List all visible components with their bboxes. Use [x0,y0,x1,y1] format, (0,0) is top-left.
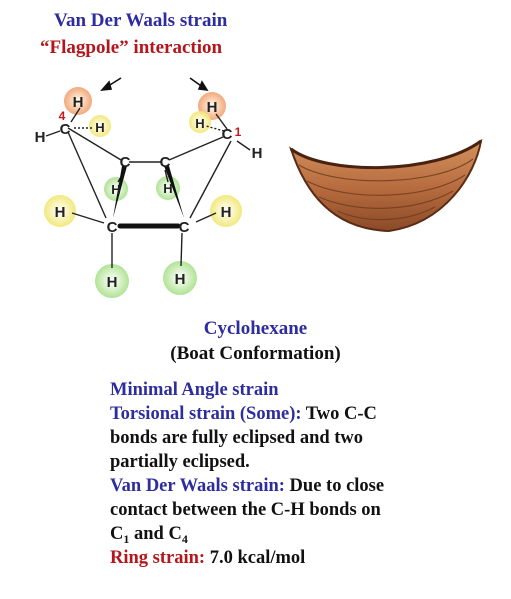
vdw-strain-heading: Van Der Waals strain [54,10,228,31]
equatorial-hydrogen-left: H [55,204,66,221]
flagpole-hydrogen-c4: H [73,94,84,111]
torsional-strain-label: Torsional strain (Some): [110,404,302,424]
inner-hydrogen-c1: H [195,116,204,131]
angle-strain-line: Minimal Angle strain [110,380,279,400]
torsional-strain-text-3: partially eclipsed. [110,452,250,472]
vdw-strain-label: Van Der Waals strain: [110,476,285,496]
cyclohexane-boat-structure: H H C C H H H H C C H H H H C C H H 4 1 [35,77,263,298]
c4-subscript: 4 [181,532,188,546]
inner-hydrogen-c4: H [95,120,104,135]
carbon-positions-line: C1 and C4 [110,522,510,546]
carbon-c6: C [179,219,190,236]
hydrogen-c3: H [111,182,120,197]
torsional-strain-text-2: bonds are fully eclipsed and two [110,428,364,448]
carbon-c3: C [120,154,131,171]
locant-1: 1 [235,125,242,139]
hydrogen-c2: H [163,181,172,196]
atom-labels: H H C C H H H H C C H H H H C C H H [35,94,263,291]
torsional-strain-text: Two C-C [301,404,377,424]
c-letter: C [110,524,124,544]
vdw-strain-text: Due to close [284,476,385,496]
outer-hydrogen-c1: H [252,145,263,162]
carbon-c1: C [222,126,233,143]
hydrogen-highlight-glows [44,87,242,298]
vdw-strain-text-2: contact between the C-H bonds on [110,500,381,520]
ring-strain-label: Ring strain: [110,548,206,568]
flagpole-heading: “Flagpole” interaction [40,37,223,58]
boat-illustration [289,138,483,233]
carbon-c5: C [107,219,118,236]
locant-4: 4 [59,109,66,123]
ring-strain-line: Ring strain: 7.0 kcal/mol [110,546,510,570]
c-letter: C [168,524,182,544]
carbon-c4: C [60,121,71,138]
equatorial-hydrogen-right: H [221,204,232,221]
flagpole-arrows [100,77,209,92]
axial-hydrogen-c5: H [107,274,118,291]
axial-hydrogen-c6: H [175,271,186,288]
and-word: and [129,524,169,544]
outer-hydrogen-c4: H [35,129,46,146]
flagpole-hydrogen-c1: H [207,99,218,116]
strain-notes: Minimal Angle strain Torsional strain (S… [110,378,510,570]
vdw-strain-line: Van Der Waals strain: Due to close [110,474,510,498]
c1-subscript: 1 [123,532,130,546]
carbon-c2: C [160,154,171,171]
conformation-label: (Boat Conformation) [170,343,341,364]
ring-strain-value: 7.0 kcal/mol [205,548,306,568]
carbon-locants: 4 1 [59,109,242,139]
wedge-bonds [113,166,184,218]
molecule-name: Cyclohexane [203,318,308,339]
torsional-strain-line: Torsional strain (Some): Two C-C [110,402,510,426]
molecule-bonds [45,107,251,268]
